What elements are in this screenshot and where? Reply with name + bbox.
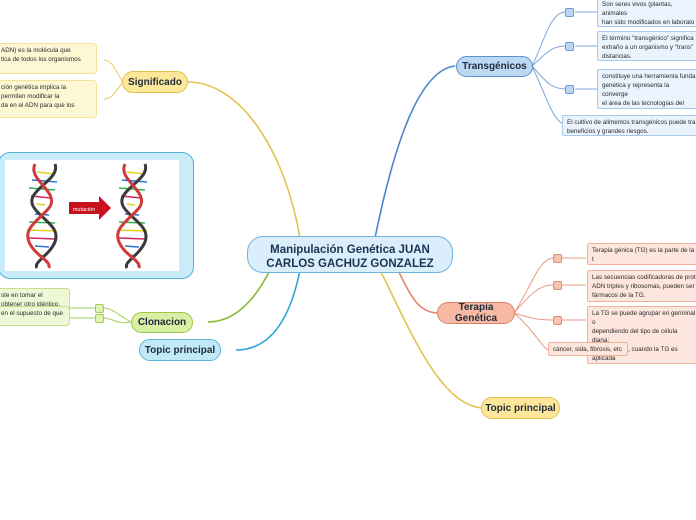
topic-transgenicos[interactable]: Transgénicos [456, 56, 533, 77]
collapse-handle[interactable] [565, 42, 574, 51]
dna-helix-illustration: mutación [26, 163, 148, 269]
note-significado-2[interactable]: ción genética implica la permiten modifi… [0, 80, 97, 118]
mutation-label: mutación [73, 207, 95, 213]
collapse-handle[interactable] [95, 314, 104, 323]
note-terapia-1[interactable]: Terapia génica (TG) es la parte de la t … [587, 243, 696, 265]
note-transgenicos-2[interactable]: El término "transgénico" significa extra… [597, 31, 696, 61]
wire-terapia [397, 269, 438, 314]
wire-topic-right [379, 269, 483, 409]
note-terapia-2[interactable]: Las secuencias codificadoras de prot ADN… [587, 270, 696, 302]
wire-topic-left [235, 269, 301, 351]
collapse-handle[interactable] [565, 8, 574, 17]
collapse-handle[interactable] [565, 85, 574, 94]
dna-image-frame[interactable]: mutación [0, 152, 194, 279]
note-transgenicos-1[interactable]: Son seres vivos (plantas, animales han s… [597, 0, 696, 27]
wire-clonacion [207, 269, 271, 323]
topic-clonacion[interactable]: Clonacion [131, 312, 193, 333]
note-clonacion-2[interactable]: en el supuesto de que [0, 306, 70, 326]
note-transgenicos-4[interactable]: El cultivo de alimentos transgénicos pue… [562, 115, 696, 136]
collapse-handle[interactable] [553, 316, 562, 325]
wire-transgenicos [374, 65, 456, 239]
note-significado-1[interactable]: ADN) es la molécula que tica de todos lo… [0, 43, 97, 74]
dna-mutation-image: mutación [5, 160, 179, 271]
topic-significado[interactable]: Significado [122, 71, 188, 93]
note-terapia-4[interactable]: cáncer, sida, fibrosis, etc [548, 342, 628, 356]
topic-terapia-genetica[interactable]: Terapia Genética [437, 302, 515, 324]
collapse-handle[interactable] [553, 254, 562, 263]
collapse-handle[interactable] [553, 281, 562, 290]
topic-principal-left[interactable]: Topic principal [139, 339, 221, 361]
central-topic[interactable]: Manipulación Genética JUAN CARLOS GACHUZ… [247, 236, 453, 273]
collapse-handle[interactable] [95, 304, 104, 313]
note-transgenicos-3[interactable]: constituye una herramienta funda genétic… [597, 69, 696, 109]
topic-principal-right[interactable]: Topic principal [481, 397, 560, 419]
wire-significado [187, 81, 301, 239]
